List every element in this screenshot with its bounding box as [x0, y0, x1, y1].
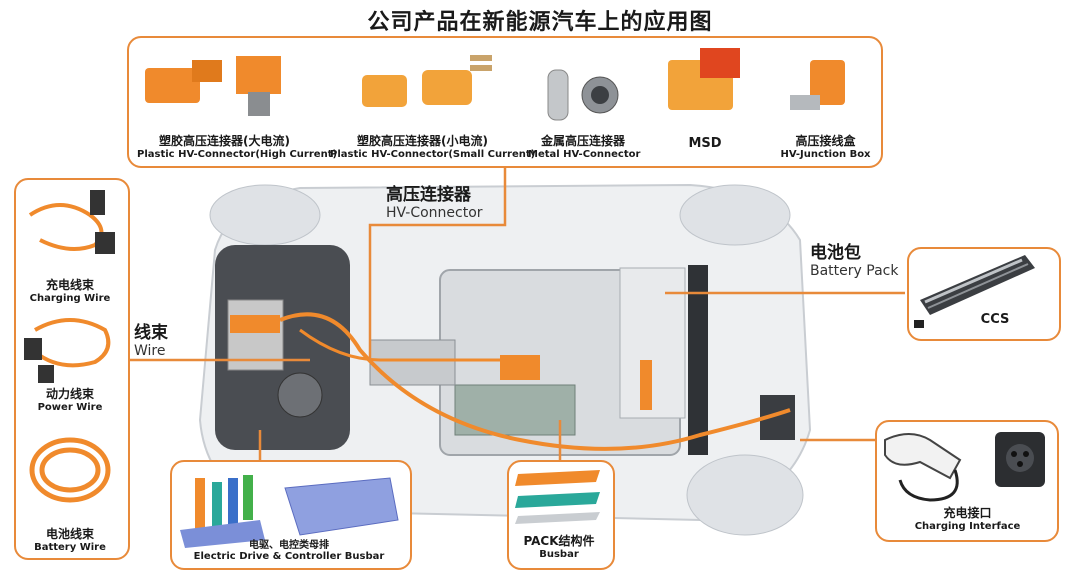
wire-callout: 线束 Wire — [134, 323, 168, 359]
leader-top-products — [368, 165, 507, 360]
product-label-plastic-small: 塑胶高压连接器(小电流) Plastic HV-Connector(Small … — [330, 134, 536, 160]
charging-interface-label: 充电接口 Charging Interface — [914, 506, 1021, 532]
wire-label-power: 动力线束 Power Wire — [37, 387, 103, 413]
wire-label-charging: 充电线束 Charging Wire — [29, 278, 111, 304]
battery-pack-callout: 电池包 Battery Pack — [810, 243, 899, 279]
hv-connector-callout: 高压连接器 HV-Connector — [386, 185, 483, 221]
ccs-label: CCS — [980, 312, 1010, 327]
pack-busbar-label: PACK结构件 Busbar — [523, 534, 595, 560]
charging-gun-image — [884, 433, 962, 502]
wheel-rear-right — [686, 454, 804, 536]
product-label-junction-box: 高压接线盒 HV-Junction Box — [780, 134, 871, 160]
battery-junction — [500, 355, 540, 380]
power-wire-image — [24, 318, 111, 383]
page-title: 公司产品在新能源汽车上的应用图 — [367, 10, 713, 35]
orange-harness — [279, 312, 791, 451]
metal-hv-connector-image — [547, 69, 619, 121]
wheel-rear-left — [679, 184, 791, 246]
hv-junction-box-image — [790, 60, 845, 110]
motor-block — [227, 299, 284, 371]
product-label-metal: 金属高压连接器 Metal HV-Connector — [528, 134, 641, 160]
ccs-panel — [907, 247, 1061, 341]
product-label-msd: MSD — [688, 136, 722, 151]
motor-connector — [230, 315, 280, 333]
charging-wire-image — [28, 190, 115, 254]
battery-wire-image — [29, 437, 111, 503]
drive-busbar-label: 电驱、电控类母排 Electric Drive & Controller Bus… — [193, 540, 385, 562]
plastic-hv-connector-small-image — [362, 55, 492, 107]
charging-socket-image — [995, 432, 1045, 487]
plastic-hv-connector-large-image — [145, 56, 281, 116]
product-label-plastic-large: 塑胶高压连接器(大电流) Plastic HV-Connector(High C… — [137, 134, 338, 160]
msd-image — [668, 48, 740, 110]
wire-label-battery: 电池线束 Battery Wire — [34, 527, 106, 553]
